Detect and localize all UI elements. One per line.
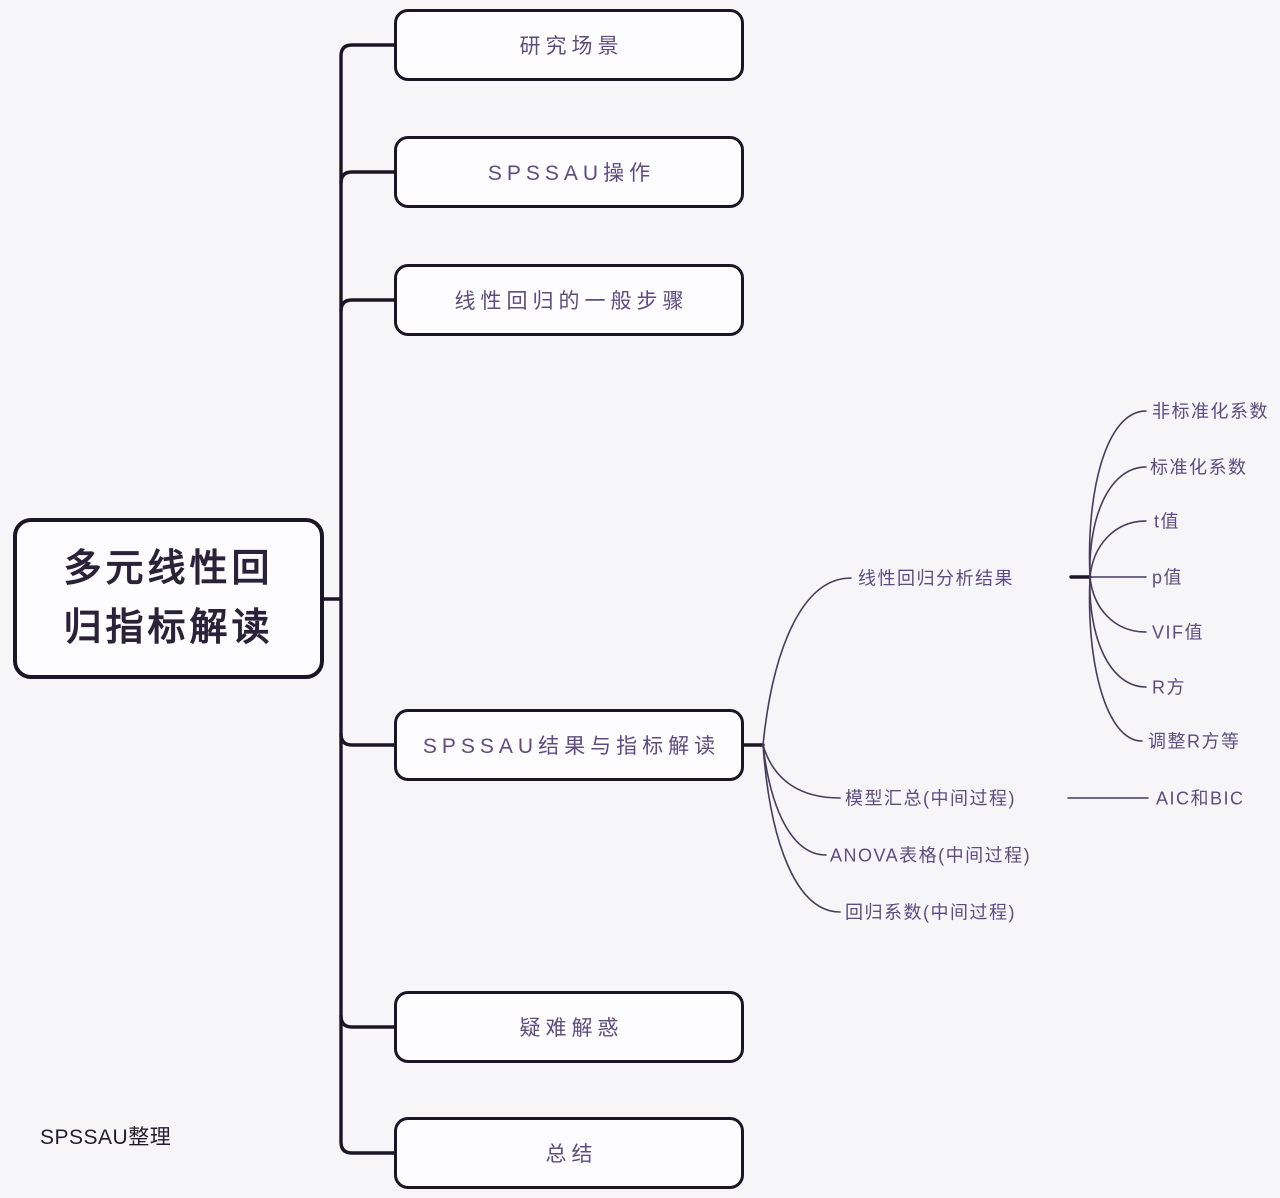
leaf-p-value[interactable]: p值 <box>1152 567 1184 588</box>
branch-node-qa[interactable]: 疑难解惑 <box>394 991 744 1063</box>
curve-to-t-value <box>1089 520 1147 578</box>
branch-node-regression-steps[interactable]: 线性回归的一般步骤 <box>394 264 744 336</box>
subnode-anova-table[interactable]: ANOVA表格(中间过程) <box>830 845 1032 866</box>
branch-line-5 <box>339 1014 396 1029</box>
branch-node-spssau-operation[interactable]: SPSSAU操作 <box>394 136 744 208</box>
curve-to-adjusted-r-squared <box>1088 576 1143 742</box>
curve-to-analysis-results <box>762 577 852 746</box>
subnode-regression-coefficients[interactable]: 回归系数(中间过程) <box>845 902 1016 923</box>
branch-node-results-interpretation[interactable]: SPSSAU结果与指标解读 <box>394 709 744 781</box>
curve-to-anova-table <box>762 744 827 856</box>
leaf-aic-bic[interactable]: AIC和BIC <box>1156 788 1245 809</box>
watermark-label: SPSSAU整理 <box>40 1126 172 1149</box>
branch-label: 总结 <box>545 1143 598 1166</box>
leaf-t-value[interactable]: t值 <box>1154 511 1181 532</box>
branch-label: 线性回归的一般步骤 <box>454 290 689 313</box>
branch-line-4 <box>339 732 396 747</box>
curve-to-model-summary <box>762 744 841 799</box>
leaf-adjusted-r-squared[interactable]: 调整R方等 <box>1148 731 1241 752</box>
branch-label: SPSSAU结果与指标解读 <box>422 735 721 758</box>
curve-to-unstandardized <box>1088 410 1147 578</box>
leaf-standardized-coef[interactable]: 标准化系数 <box>1150 457 1248 478</box>
subnode-analysis-results[interactable]: 线性回归分析结果 <box>858 568 1014 589</box>
root-node-label: 多元线性回归指标解读 <box>63 547 274 649</box>
branch-label: SPSSAU操作 <box>487 162 656 185</box>
secondary-curves <box>762 410 1149 913</box>
leaf-r-squared[interactable]: R方 <box>1152 677 1186 698</box>
branch-label: 研究场景 <box>519 35 624 58</box>
curve-to-regression-coef <box>762 744 841 913</box>
curve-to-r-squared <box>1089 576 1147 688</box>
primary-connectors <box>322 43 1092 1155</box>
branch-line-2 <box>339 170 396 185</box>
leaf-vif-value[interactable]: VIF值 <box>1152 622 1205 643</box>
trunk-line <box>339 43 396 1155</box>
branch-line-3 <box>339 298 396 313</box>
leaf-unstandardized-coef[interactable]: 非标准化系数 <box>1152 401 1269 422</box>
subnode-model-summary[interactable]: 模型汇总(中间过程) <box>845 788 1016 809</box>
branch-node-summary[interactable]: 总结 <box>394 1117 744 1189</box>
curve-to-standardized <box>1089 466 1147 578</box>
curve-to-vif <box>1089 576 1147 633</box>
root-node[interactable]: 多元线性回归指标解读 <box>13 518 324 679</box>
branch-node-research-scenario[interactable]: 研究场景 <box>394 9 744 81</box>
branch-label: 疑难解惑 <box>519 1017 624 1040</box>
